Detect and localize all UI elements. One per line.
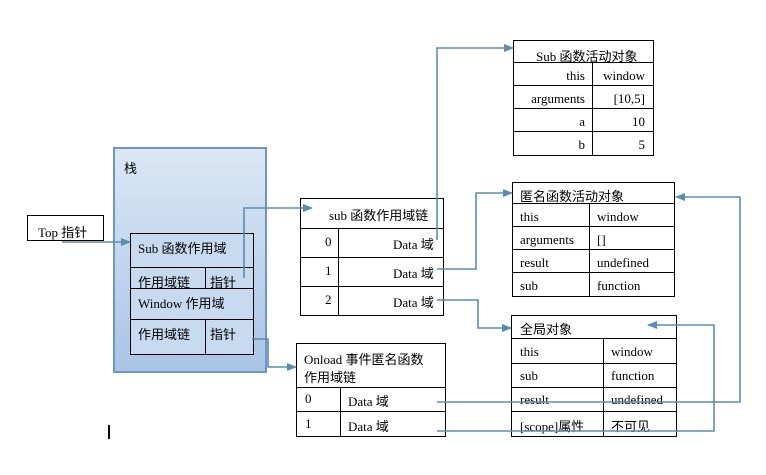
sub-chain-row-2-index: 2 bbox=[325, 292, 332, 307]
onload-chain-title-line1: Onload 事件匿名函数 bbox=[304, 352, 424, 367]
anon-act-row-3-key: sub bbox=[520, 278, 539, 293]
anon-act-row-0-value: window bbox=[597, 209, 639, 224]
arrow-onload1-to-global bbox=[437, 321, 715, 432]
window-frame-chain-label: 作用域链 bbox=[138, 327, 191, 342]
anon-activation-table: 匿名函数活动对象 this window arguments [] result… bbox=[512, 182, 675, 297]
anon-act-row-0-key: this bbox=[520, 209, 539, 224]
global-row-2-key: result bbox=[520, 392, 549, 407]
sub-scope-chain-title: sub 函数作用域链 bbox=[329, 208, 429, 223]
global-row-2-value: undefined bbox=[611, 392, 663, 407]
onload-chain-title-line2: 作用域链 bbox=[304, 370, 357, 385]
window-frame: Window 作用域 作用域链 指针 bbox=[130, 288, 254, 355]
sub-activation-title: Sub 函数活动对象 bbox=[536, 49, 638, 64]
sub-act-row-2-value: 10 bbox=[632, 114, 645, 129]
anon-act-row-1-key: arguments bbox=[520, 232, 574, 247]
onload-chain-row-1-index: 1 bbox=[305, 416, 312, 431]
arrow-window-pointer-to-onload bbox=[252, 338, 297, 371]
global-object-table: 全局对象 this window sub function result und… bbox=[511, 315, 677, 437]
global-row-1-key: sub bbox=[520, 368, 539, 383]
anon-act-row-2-key: result bbox=[520, 255, 549, 270]
arrow-chain0-to-sub-activation bbox=[436, 44, 514, 240]
sub-chain-row-2-value: Data 域 bbox=[393, 295, 434, 310]
onload-chain-row-1-value: Data 域 bbox=[348, 419, 389, 434]
global-object-title: 全局对象 bbox=[520, 322, 573, 337]
sub-frame-chain-label: 作用域链 bbox=[138, 275, 191, 290]
sub-act-row-1-key: arguments bbox=[531, 91, 585, 106]
sub-chain-row-0-index: 0 bbox=[325, 234, 332, 249]
sub-act-row-3-key: b bbox=[578, 137, 586, 152]
sub-chain-row-1-index: 1 bbox=[325, 263, 332, 278]
sub-act-row-0-key: this bbox=[566, 68, 585, 83]
sub-frame-title: Sub 函数作用域 bbox=[138, 241, 227, 256]
global-row-0-key: this bbox=[520, 344, 539, 359]
stack-title: 栈 bbox=[124, 161, 138, 176]
window-frame-title: Window 作用域 bbox=[138, 296, 225, 311]
text-cursor bbox=[108, 425, 110, 439]
arrow-chain2-to-global bbox=[437, 299, 512, 332]
sub-scope-chain-table: sub 函数作用域链 0 Data 域 1 Data 域 2 Data 域 bbox=[300, 198, 444, 316]
top-pointer-box: Top 指针 bbox=[27, 215, 104, 241]
window-frame-pointer-label: 指针 bbox=[210, 327, 237, 342]
global-row-0-value: window bbox=[611, 344, 653, 359]
global-row-1-value: function bbox=[611, 368, 655, 383]
sub-chain-row-1-value: Data 域 bbox=[393, 266, 434, 281]
onload-chain-row-0-value: Data 域 bbox=[348, 394, 389, 409]
onload-scope-chain-table: Onload 事件匿名函数 作用域链 0 Data 域 1 Data 域 bbox=[296, 343, 446, 437]
sub-act-row-1-value: [10,5] bbox=[613, 91, 645, 106]
anon-act-row-3-value: function bbox=[597, 278, 641, 293]
sub-frame: Sub 函数作用域 作用域链 指针 bbox=[130, 233, 254, 290]
top-pointer-label: Top 指针 bbox=[38, 225, 88, 240]
sub-act-row-2-key: a bbox=[579, 114, 585, 129]
anon-act-row-2-value: undefined bbox=[597, 255, 649, 270]
sub-chain-row-0-value: Data 域 bbox=[393, 237, 434, 252]
arrow-sub-pointer-to-chain bbox=[243, 204, 313, 278]
onload-chain-row-0-index: 0 bbox=[305, 391, 312, 406]
anon-activation-title: 匿名函数活动对象 bbox=[520, 189, 625, 204]
arrow-onload0-to-anon-activation bbox=[437, 193, 741, 403]
sub-frame-pointer-label: 指针 bbox=[210, 275, 237, 290]
anon-act-row-1-value: [] bbox=[597, 232, 606, 247]
sub-activation-table: Sub 函数活动对象 this window arguments [10,5] … bbox=[513, 40, 654, 156]
sub-act-row-0-value: window bbox=[603, 68, 645, 83]
arrow-chain1-to-anon-activation bbox=[437, 189, 513, 270]
sub-act-row-3-value: 5 bbox=[638, 137, 646, 152]
